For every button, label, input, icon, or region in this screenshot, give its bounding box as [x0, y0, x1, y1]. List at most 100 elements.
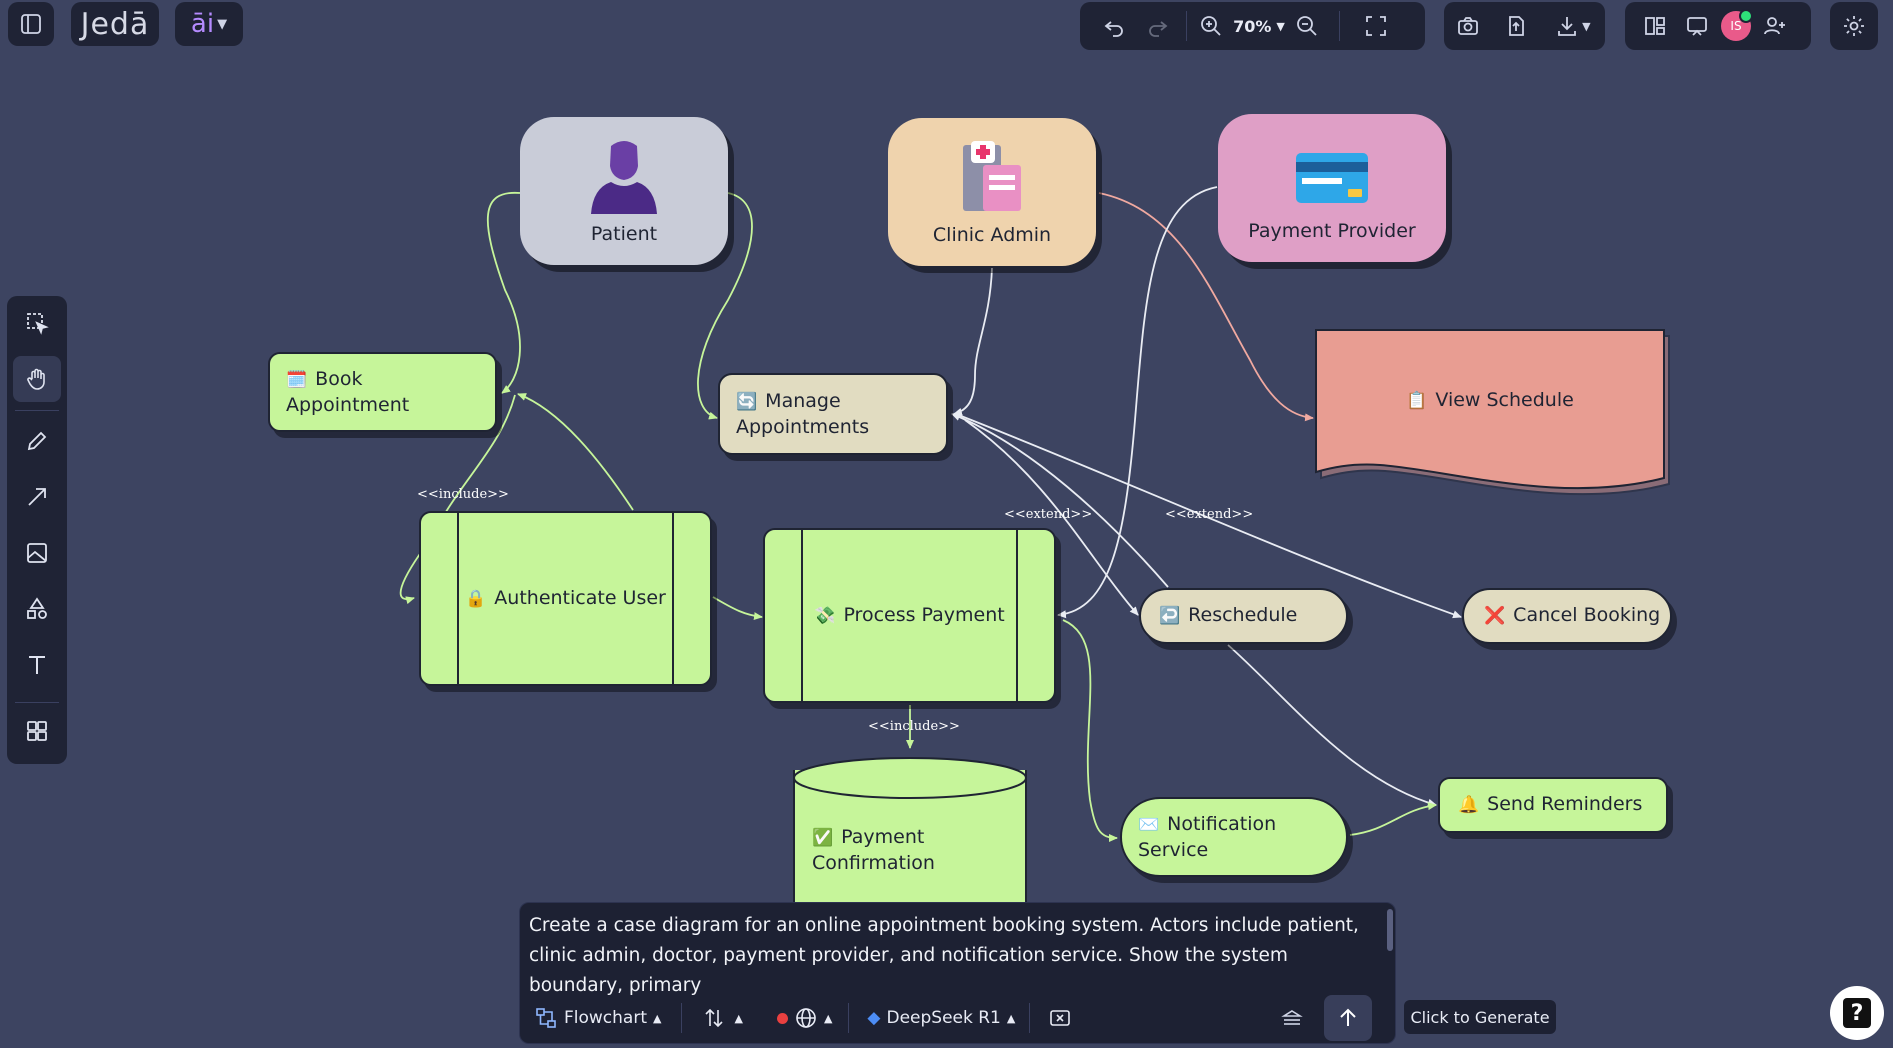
help-button[interactable]: ? — [1830, 986, 1884, 1040]
redo-button[interactable] — [1136, 4, 1180, 48]
chevron-down-icon: ▼ — [1582, 19, 1591, 33]
use-case-reschedule[interactable]: ↩️Reschedule — [1139, 588, 1348, 644]
credit-card-icon — [1296, 153, 1368, 203]
use-case-cancel-booking[interactable]: ❌Cancel Booking — [1462, 588, 1672, 644]
hand-tool-button[interactable] — [13, 356, 61, 402]
download-button[interactable]: ▼ — [1545, 4, 1601, 48]
include-label-auth: <<include>> — [417, 487, 509, 502]
use-case-view-schedule[interactable]: 📋View Schedule — [1406, 389, 1574, 411]
person-icon — [591, 141, 657, 214]
model-dropdown[interactable]: ◆ DeepSeek R1 ▲ — [867, 1008, 1016, 1028]
image-icon — [27, 543, 47, 563]
layers-icon — [1281, 1010, 1304, 1025]
zoom-out-button[interactable] — [1289, 4, 1325, 48]
download-icon — [1558, 17, 1576, 36]
tool-sidebar — [7, 296, 67, 764]
select-tool-button[interactable] — [13, 300, 61, 346]
online-status-dot — [1739, 9, 1753, 23]
payment-confirmation-cylinder — [793, 757, 1027, 906]
language-dropdown[interactable]: ▲ — [776, 1006, 832, 1030]
collapse-panel-button[interactable] — [1274, 1000, 1310, 1036]
shapes-tool-button[interactable] — [13, 586, 61, 632]
edge-auth-book — [517, 393, 634, 511]
upload-button[interactable] — [1496, 4, 1536, 48]
clear-icon — [1050, 1010, 1071, 1026]
edge-auth-process — [712, 596, 763, 621]
swap-vertical-icon — [705, 1008, 724, 1028]
layout-icon — [1645, 17, 1665, 35]
export-toolbar: ▼ — [1444, 2, 1605, 50]
screenshot-button[interactable] — [1448, 4, 1488, 48]
pencil-icon — [27, 431, 47, 451]
fit-to-screen-button[interactable] — [1354, 4, 1398, 48]
gear-icon — [1844, 16, 1864, 36]
chevron-up-icon: ▲ — [734, 1011, 743, 1025]
image-tool-button[interactable] — [13, 530, 61, 576]
upload-icon — [1509, 16, 1525, 36]
fullscreen-icon — [1366, 16, 1386, 36]
text-tool-button[interactable] — [13, 642, 61, 688]
diagram-type-dropdown[interactable]: Flowchart ▲ — [534, 1006, 661, 1030]
generate-button[interactable] — [1324, 995, 1373, 1041]
whale-icon: ◆ — [867, 1008, 881, 1028]
chevron-down-icon: ▼ — [1276, 19, 1285, 33]
presentation-icon — [1687, 17, 1707, 36]
text-icon — [29, 656, 45, 674]
flowchart-icon — [536, 1008, 556, 1028]
zoom-out-icon — [1297, 16, 1317, 36]
generate-tooltip: Click to Generate — [1404, 1000, 1556, 1034]
user-avatar[interactable]: IS — [1721, 9, 1753, 41]
clear-prompt-button[interactable] — [1042, 1000, 1078, 1036]
help-icon: ? — [1843, 998, 1871, 1028]
view-toolbar: 70%▼ — [1080, 2, 1425, 50]
ai-menu-button[interactable]: āi▼ — [175, 2, 243, 46]
include-label-confirmation: <<include>> — [868, 719, 960, 734]
edge-paymentprovider-process — [1057, 186, 1218, 619]
use-case-send-reminders[interactable]: 🔔Send Reminders — [1438, 777, 1668, 833]
use-case-authenticate-user[interactable]: 🔒Authenticate User — [419, 511, 712, 686]
undo-button[interactable] — [1092, 4, 1136, 48]
hospital-icon — [963, 141, 1021, 211]
app-logo[interactable]: Jedā — [71, 2, 159, 46]
zoom-in-button[interactable] — [1193, 4, 1229, 48]
edge-patient-book — [486, 191, 521, 394]
actor-patient[interactable]: Patient — [520, 117, 728, 265]
edge-admin-viewschedule — [1098, 192, 1314, 422]
use-case-payment-confirmation[interactable]: ✅Payment Confirmation — [812, 825, 935, 874]
zoom-level-dropdown[interactable]: 70%▼ — [1233, 16, 1285, 36]
edge-reschedule-reminders — [1227, 644, 1437, 807]
use-case-notification-service[interactable]: ✉️Notification Service — [1120, 797, 1348, 877]
use-case-process-payment[interactable]: 💸Process Payment — [763, 528, 1056, 703]
edge-manage-reschedule — [964, 419, 1139, 616]
prompt-toolbar: Flowchart ▲ ▲ ▲ ◆ DeepSeek R1 ▲ — [520, 995, 1395, 1041]
layout-button[interactable] — [1633, 4, 1677, 48]
direction-dropdown[interactable]: ▲ — [702, 1006, 743, 1030]
present-button[interactable] — [1677, 4, 1717, 48]
templates-tool-button[interactable] — [13, 708, 61, 754]
use-case-manage-appointments[interactable]: 🔄Manage Appointments — [718, 373, 948, 455]
hand-icon — [27, 368, 45, 390]
add-user-icon — [1764, 17, 1785, 35]
edge-process-notification — [1062, 619, 1118, 842]
use-case-book-appointment[interactable]: 🗓️Book Appointment — [268, 352, 497, 432]
edge-manage-cancel-extend — [955, 413, 1462, 619]
prompt-input[interactable]: Create a case diagram for an online appo… — [529, 915, 1359, 996]
globe-icon — [796, 1008, 816, 1028]
sidebar-toggle-button[interactable] — [8, 2, 54, 46]
actor-clinic-admin[interactable]: Clinic Admin — [888, 118, 1096, 266]
arrow-tool-button[interactable] — [13, 474, 61, 520]
panel-icon — [21, 14, 41, 34]
share-toolbar: IS — [1625, 2, 1811, 50]
settings-button[interactable] — [1830, 2, 1878, 50]
actor-payment-provider[interactable]: Payment Provider — [1218, 114, 1446, 262]
edge-notification-reminders — [1349, 802, 1437, 836]
zoom-in-icon — [1201, 16, 1221, 36]
select-icon — [27, 313, 49, 335]
pencil-tool-button[interactable] — [13, 418, 61, 464]
prompt-scrollbar[interactable] — [1387, 909, 1393, 951]
record-dot-icon — [776, 1012, 788, 1024]
invite-user-button[interactable] — [1755, 4, 1795, 48]
undo-icon — [1104, 21, 1123, 37]
ai-prompt-panel: Create a case diagram for an online appo… — [519, 902, 1396, 1044]
